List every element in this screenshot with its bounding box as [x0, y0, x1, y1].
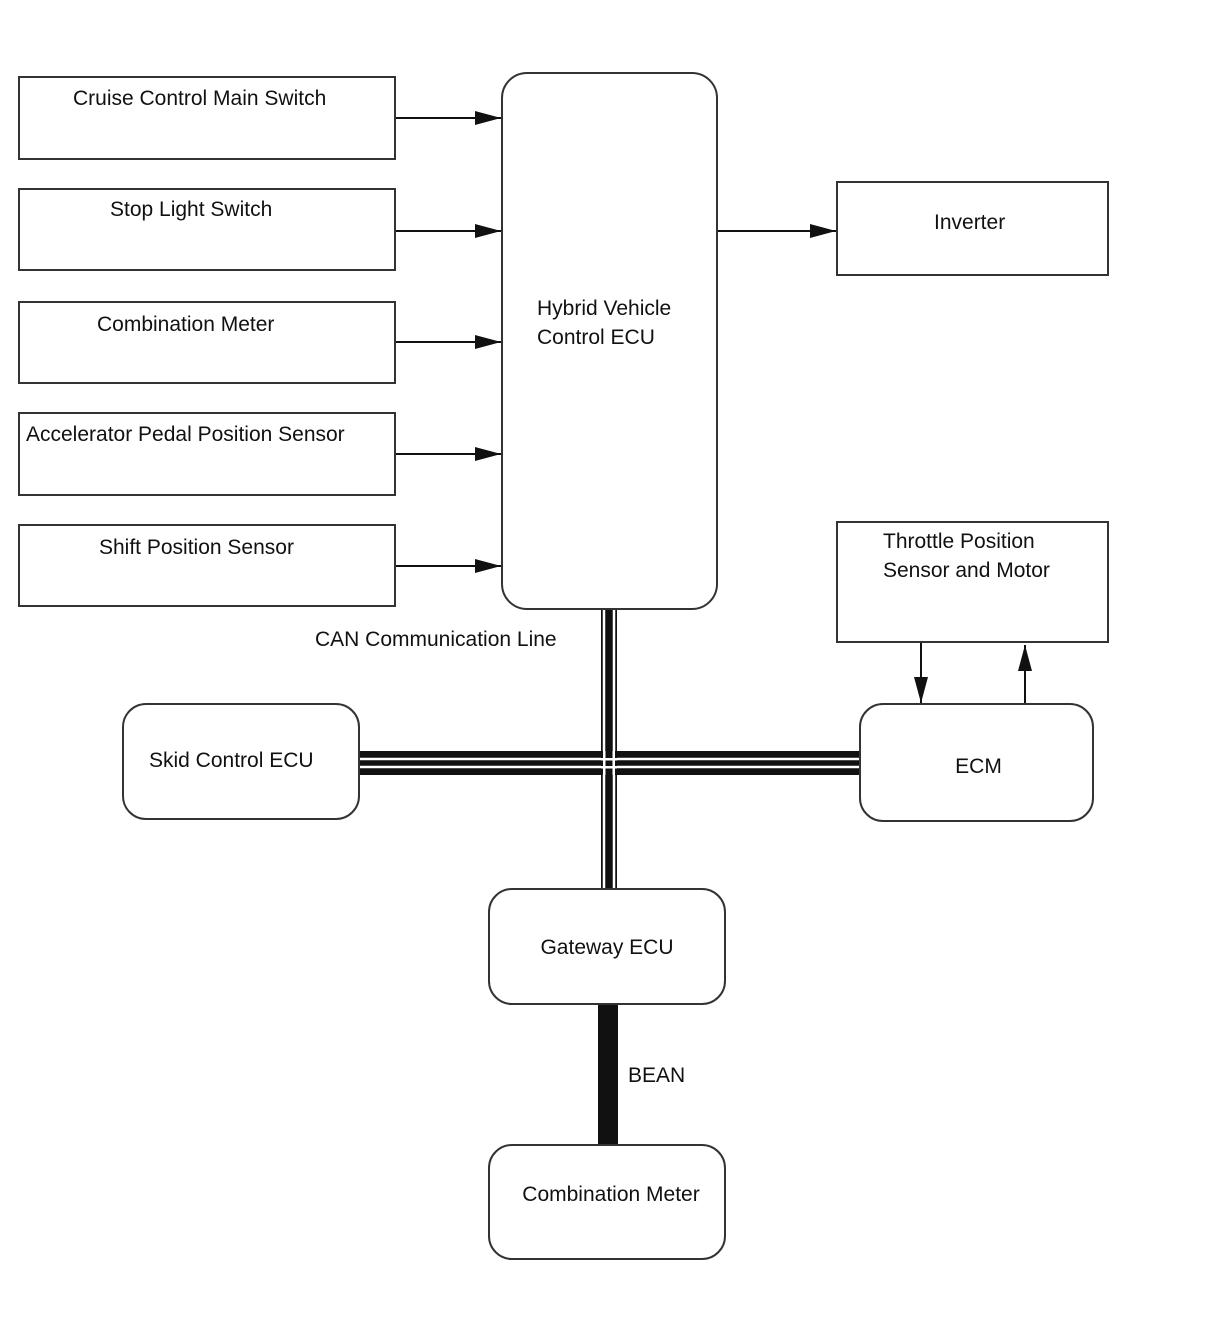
- bean-label: BEAN: [628, 1064, 686, 1087]
- combination-meter-bottom-box: Combination Meter: [488, 1144, 726, 1260]
- shift-position-sensor-label: Shift Position Sensor: [99, 536, 294, 559]
- can-bus-vertical: [601, 610, 617, 890]
- combination-meter-bottom-label: Combination Meter: [522, 1183, 700, 1206]
- accelerator-pedal-position-sensor-label: Accelerator Pedal Position Sensor: [26, 423, 345, 446]
- stop-light-switch-label: Stop Light Switch: [110, 198, 273, 221]
- shift-position-sensor-box: Shift Position Sensor: [18, 524, 396, 607]
- skid-control-ecu-box: Skid Control ECU: [122, 703, 360, 820]
- hv-ecu-label-line1: Hybrid Vehicle: [537, 297, 672, 320]
- combination-meter-input-box: Combination Meter: [18, 301, 396, 384]
- accelerator-pedal-position-sensor-box: Accelerator Pedal Position Sensor: [18, 412, 396, 496]
- inverter-label: Inverter: [934, 211, 1006, 234]
- can-communication-line-label: CAN Communication Line: [315, 628, 557, 651]
- throttle-label-line2: Sensor and Motor: [883, 559, 1050, 582]
- gateway-ecu-box: Gateway ECU: [488, 888, 726, 1005]
- throttle-label-line1: Throttle Position: [883, 530, 1035, 553]
- inverter-box: Inverter: [836, 181, 1109, 276]
- cruise-control-main-switch-box: Cruise Control Main Switch: [18, 76, 396, 160]
- throttle-position-sensor-motor-box: Throttle Position Sensor and Motor: [836, 521, 1109, 643]
- cruise-control-main-switch-label: Cruise Control Main Switch: [73, 87, 327, 110]
- hybrid-vehicle-control-ecu-box: Hybrid Vehicle Control ECU: [501, 72, 718, 610]
- gateway-ecu-label: Gateway ECU: [540, 936, 674, 959]
- hv-ecu-label-line2: Control ECU: [537, 326, 655, 349]
- ecm-box: ECM: [859, 703, 1094, 822]
- skid-control-ecu-label: Skid Control ECU: [149, 749, 314, 772]
- can-bus-crossing: [601, 751, 617, 775]
- ecm-label: ECM: [955, 755, 1002, 778]
- combination-meter-input-label: Combination Meter: [97, 313, 275, 336]
- stop-light-switch-box: Stop Light Switch: [18, 188, 396, 271]
